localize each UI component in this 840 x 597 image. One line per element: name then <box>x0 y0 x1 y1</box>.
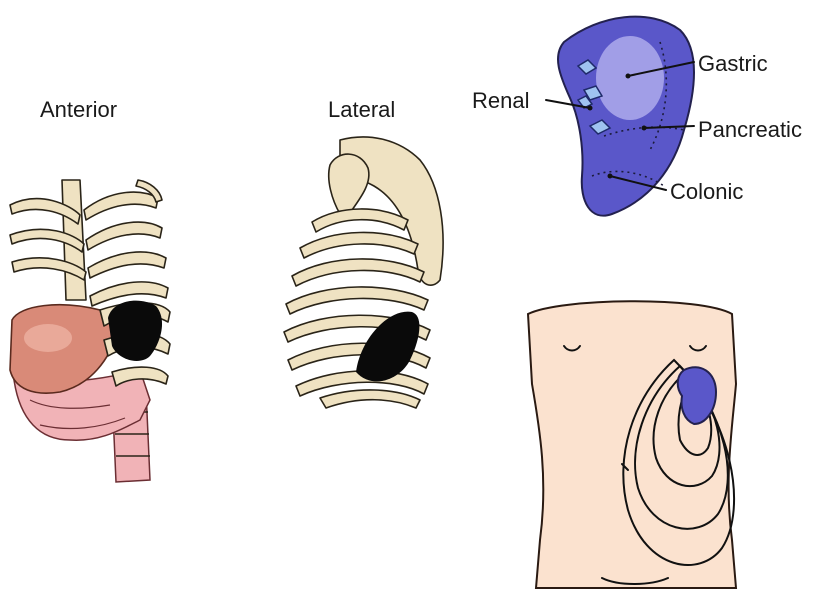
anterior-label: Anterior <box>40 97 117 122</box>
torso-outline <box>528 301 736 588</box>
label-colonic: Colonic <box>670 179 743 204</box>
label-gastric: Gastric <box>698 51 768 76</box>
torso-view <box>528 301 736 588</box>
anterior-view: Anterior <box>10 97 170 482</box>
humerus-head <box>329 154 369 214</box>
label-renal: Renal <box>472 88 529 113</box>
spleen-detail: Gastric Renal Pancreatic Colonic <box>472 17 802 216</box>
lateral-label: Lateral <box>328 97 395 122</box>
spleen-highlight <box>596 36 664 120</box>
label-pancreatic: Pancreatic <box>698 117 802 142</box>
anterior-spleen-silhouette <box>108 301 162 361</box>
lateral-rib-cage <box>284 209 430 408</box>
lateral-view: Lateral <box>284 97 443 408</box>
